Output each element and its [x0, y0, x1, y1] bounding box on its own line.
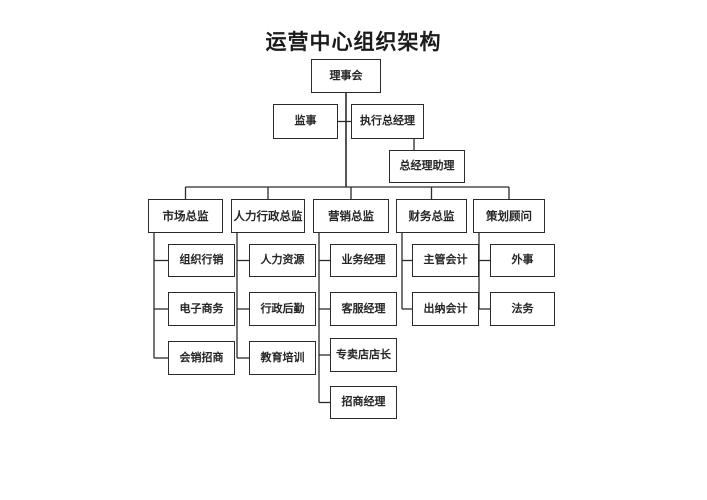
- org-node-h2[interactable]: 行政后勤: [249, 292, 316, 326]
- org-node-label: 会销招商: [179, 350, 224, 364]
- org-node-dir-finance[interactable]: 财务总监: [396, 199, 467, 233]
- org-node-dir-sales[interactable]: 营销总监: [313, 199, 389, 233]
- org-node-label: 人力行政总监: [233, 208, 303, 223]
- org-node-label: 客服经理: [341, 301, 386, 315]
- org-node-label: 教育培训: [260, 350, 305, 364]
- org-node-label: 业务经理: [341, 253, 386, 267]
- org-node-label: 法务: [511, 301, 534, 315]
- org-node-label: 组织行销: [179, 253, 224, 267]
- org-node-label: 招商经理: [341, 395, 386, 409]
- org-node-label: 总经理助理: [399, 159, 455, 173]
- org-node-label: 执行总经理: [360, 114, 415, 128]
- org-node-m1[interactable]: 组织行销: [168, 244, 235, 277]
- org-node-label: 营销总监: [328, 208, 374, 223]
- org-node-f2[interactable]: 出纳会计: [412, 292, 479, 326]
- org-node-label: 财务总监: [408, 208, 455, 223]
- org-node-s3[interactable]: 专卖店店长: [330, 338, 397, 372]
- org-node-label: 主管会计: [423, 253, 468, 267]
- org-node-f1[interactable]: 主管会计: [412, 244, 479, 277]
- org-node-s4[interactable]: 招商经理: [330, 386, 397, 419]
- org-node-label: 行政后勤: [260, 301, 305, 315]
- org-node-h1[interactable]: 人力资源: [249, 244, 316, 277]
- org-node-m3[interactable]: 会销招商: [168, 341, 235, 375]
- org-node-label: 市场总监: [162, 208, 209, 223]
- page-title: 运营中心组织架构: [265, 30, 442, 54]
- org-node-p2[interactable]: 法务: [490, 292, 555, 326]
- org-node-p1[interactable]: 外事: [490, 244, 555, 277]
- org-node-label: 外事: [511, 253, 534, 267]
- org-node-label: 策划顾问: [486, 208, 532, 223]
- org-node-dir-hr[interactable]: 人力行政总监: [231, 199, 305, 233]
- org-node-s2[interactable]: 客服经理: [330, 292, 397, 326]
- org-node-m2[interactable]: 电子商务: [168, 292, 235, 326]
- org-node-ceo[interactable]: 执行总经理: [351, 104, 424, 139]
- org-node-label: 专卖店店长: [336, 347, 391, 361]
- org-node-s1[interactable]: 业务经理: [330, 244, 397, 277]
- org-node-label: 人力资源: [260, 253, 305, 267]
- org-node-label: 电子商务: [179, 301, 224, 315]
- org-node-label: 理事会: [329, 68, 363, 82]
- org-node-board[interactable]: 理事会: [311, 59, 381, 93]
- org-node-label: 出纳会计: [423, 301, 468, 315]
- org-node-dir-market[interactable]: 市场总监: [148, 199, 223, 233]
- org-node-assistant[interactable]: 总经理助理: [389, 150, 465, 183]
- org-node-h3[interactable]: 教育培训: [249, 341, 316, 375]
- org-node-label: 监事: [294, 114, 317, 128]
- org-node-supervisor[interactable]: 监事: [273, 104, 338, 139]
- org-node-dir-planning[interactable]: 策划顾问: [473, 199, 545, 233]
